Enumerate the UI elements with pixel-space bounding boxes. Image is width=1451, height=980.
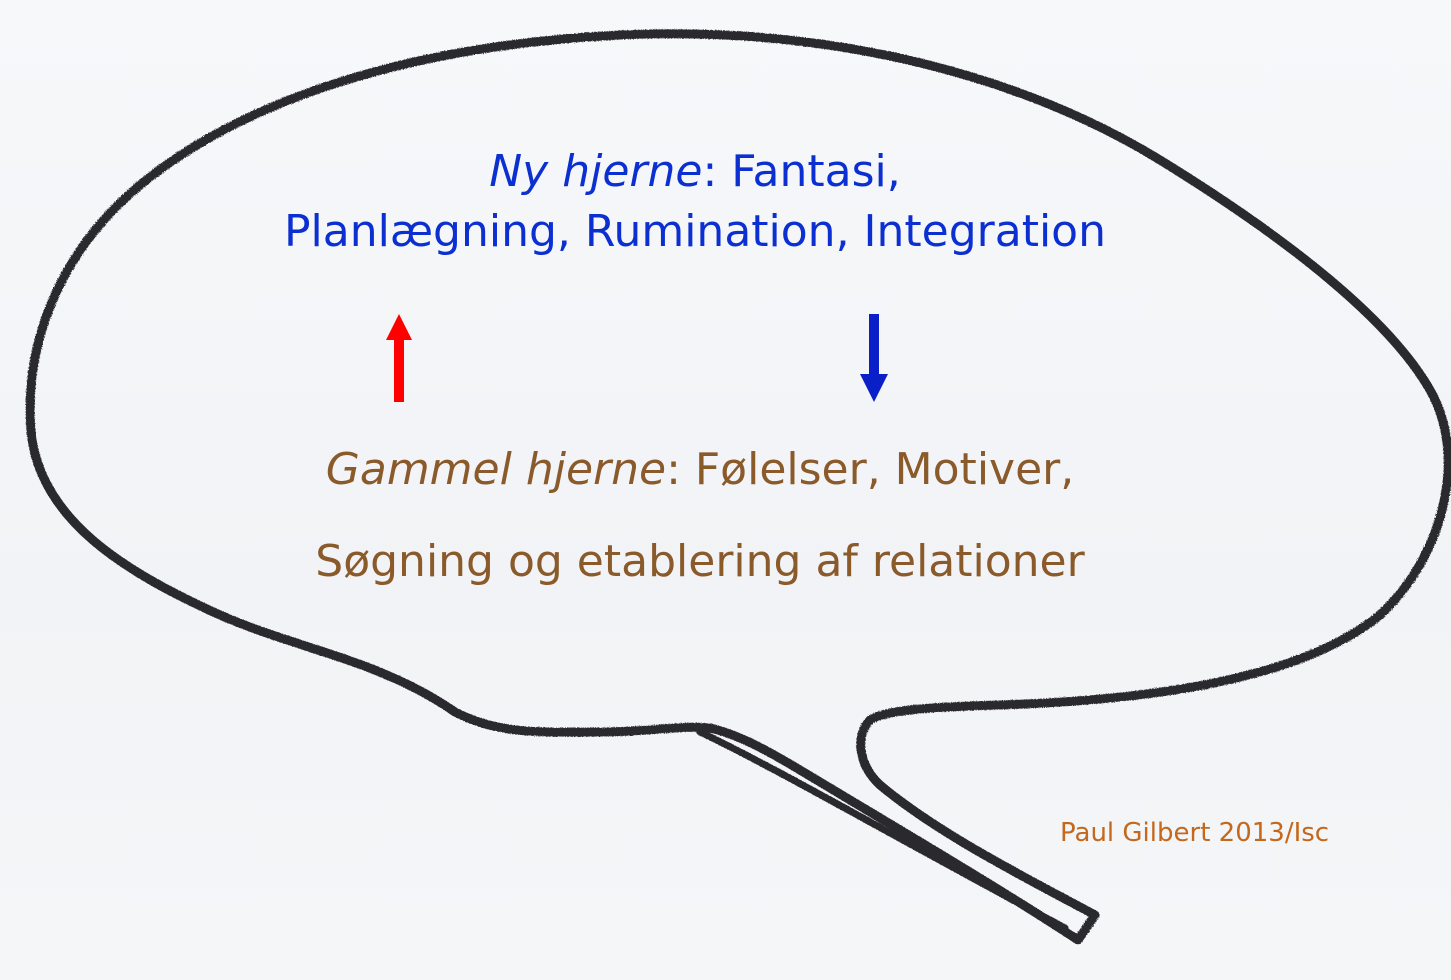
old-brain-heading: Gammel hjerne: Følelser, Motiver, — [0, 444, 1400, 495]
new-brain-term: Ny hjerne — [489, 146, 702, 197]
old-brain-line1: : Følelser, Motiver, — [666, 444, 1074, 495]
old-brain-functions: Søgning og etablering af relationer — [0, 536, 1400, 587]
new-brain-line1: : Fantasi, — [702, 146, 900, 197]
bubble-tail-stroke — [700, 732, 1065, 928]
new-brain-heading: Ny hjerne: Fantasi, — [0, 146, 1390, 197]
source-credit: Paul Gilbert 2013/Isc — [1060, 818, 1329, 848]
up-arrow-icon — [385, 312, 413, 404]
old-brain-term: Gammel hjerne — [326, 444, 666, 495]
down-arrow-icon — [858, 312, 890, 404]
new-brain-functions: Planlægning, Rumination, Integration — [0, 206, 1390, 257]
